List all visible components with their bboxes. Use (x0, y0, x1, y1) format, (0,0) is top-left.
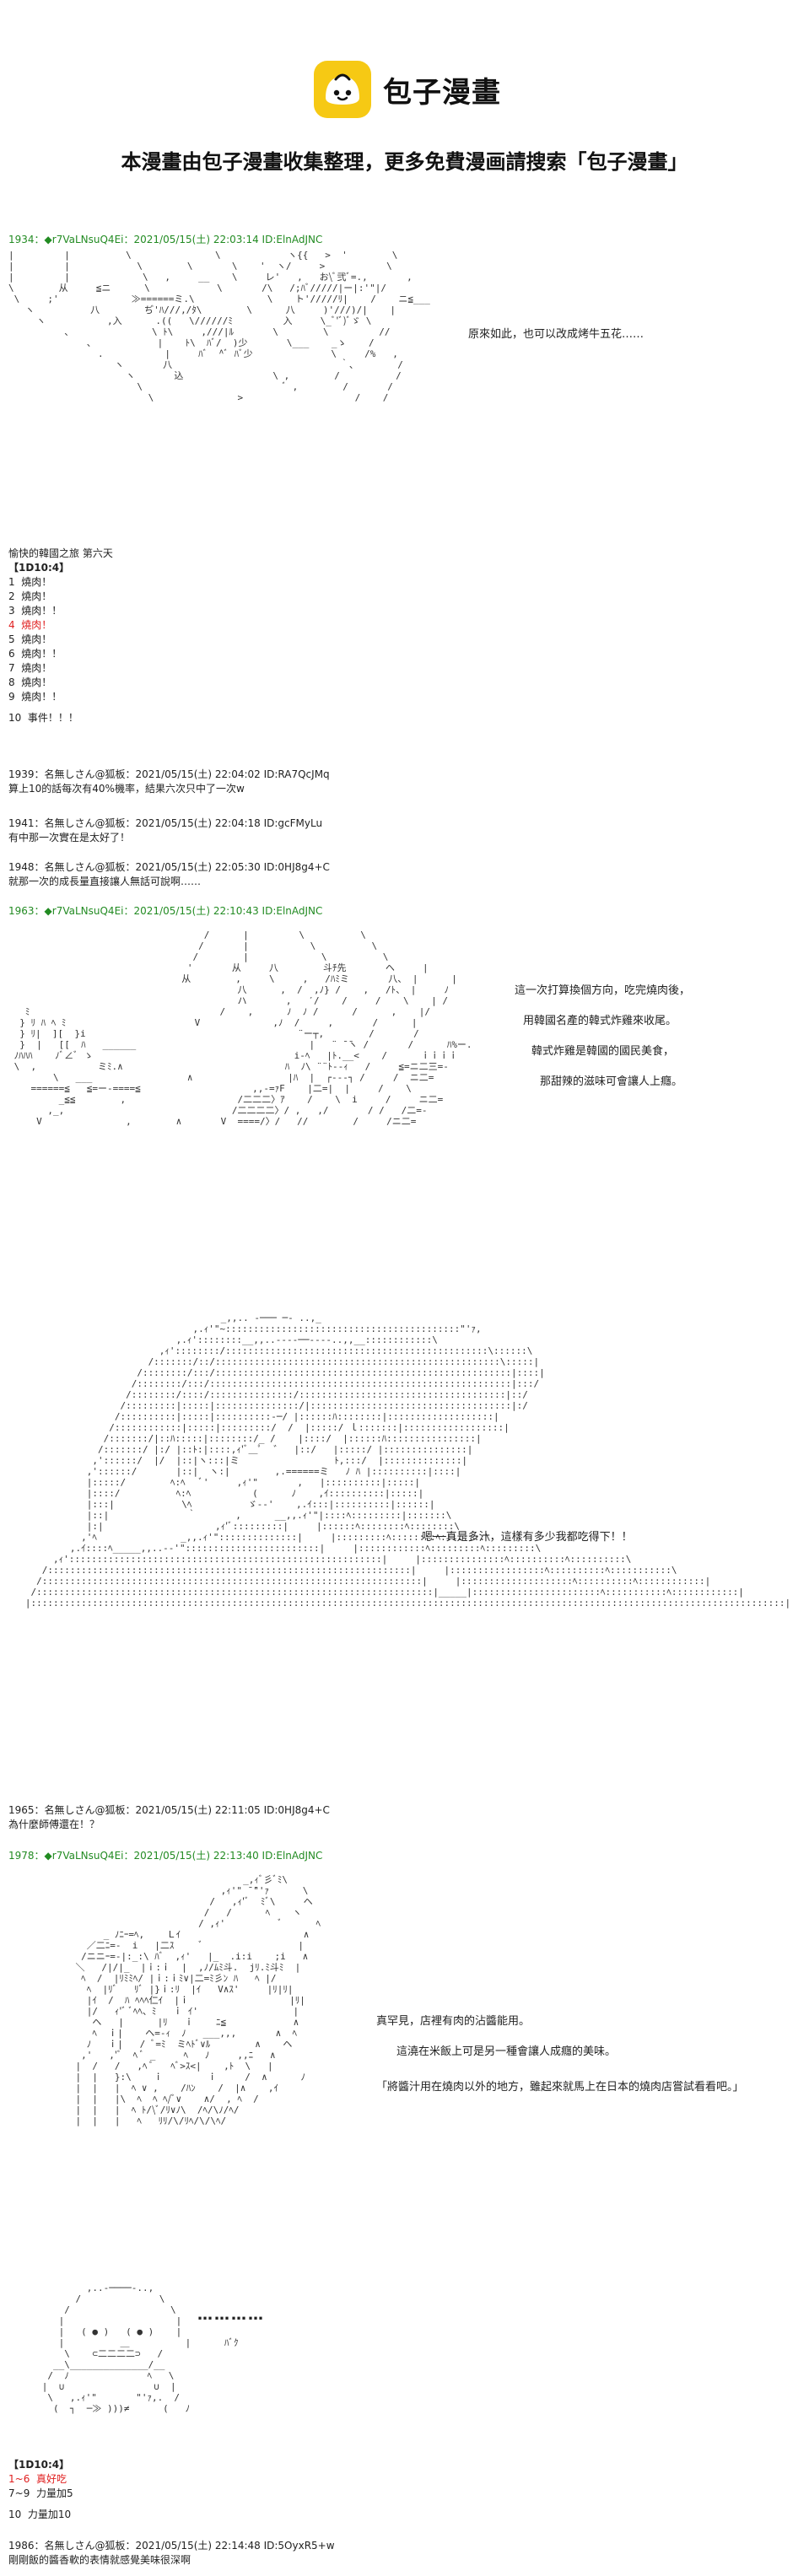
post-header: 1986：名無しさん@狐板：2021/05/15(土) 22:14:48 ID:… (8, 2540, 335, 2552)
option-7: 7 燒肉！ (8, 662, 52, 674)
ascii-art-scene-3: _,,.. -─── ─- ..,_ ,.ｨ'"~:::::::::::::::… (24, 1312, 791, 1609)
option-6: 6 燒肉！！ (8, 648, 62, 660)
dialog-line: 這澆在米飯上可是另一種會讓人成癮的美味。 (396, 2045, 617, 2058)
option-8: 8 燒肉！ (8, 676, 52, 688)
dialog-line: 原來如此，也可以改成烤牛五花…… (468, 328, 645, 341)
post-header: 1978：◆r7VaLNsuQ4Ei：2021/05/15(土) 22:13:4… (8, 1849, 806, 1863)
post-1939: 1939：名無しさん@狐板：2021/05/15(土) 22:04:02 ID:… (8, 768, 806, 796)
ascii-art-scene-2: / | \ \ / | \ \ / | \ \ ' (13, 930, 472, 1127)
dialog-line: 那甜辣的滋味可會讓人上癮。 (540, 1075, 683, 1088)
post-1986: 1986：名無しさん@狐板：2021/05/15(土) 22:14:48 ID:… (8, 2539, 806, 2568)
option-2: 7~9 力量加5 (8, 2487, 73, 2499)
post-body: 就那一次的成長量直接讓人無話可說啊…… (8, 876, 202, 887)
dialog-line: 韓式炸雞是韓國的國民美食， (531, 1045, 675, 1058)
post-1963: 1963：◆r7VaLNsuQ4Ei：2021/05/15(土) 22:10:4… (8, 904, 806, 919)
option-3: 3 燒肉！！ (8, 605, 62, 617)
post-1934: 1934：◆r7VaLNsuQ4Ei：2021/05/15(土) 22:03:1… (8, 233, 806, 247)
post-header-text: 1978：◆r7VaLNsuQ4Ei：2021/05/15(土) 22:13:4… (8, 1850, 323, 1862)
dialog-line: 這一次打算換個方向，吃完燒肉後， (515, 984, 691, 997)
brand-name: 包子漫畫 (383, 75, 501, 110)
post-header: 1941：名無しさん@狐板：2021/05/15(土) 22:04:18 ID:… (8, 817, 323, 829)
dice-result: 【1D10:4】 (8, 2459, 70, 2471)
post-body: 算上10的話每次有40%機率，結果六次只中了一次w (8, 783, 245, 795)
dialog-line: 嗯──真是多汁，這樣有多少我都吃得下！！ (422, 1531, 633, 1544)
post-header: 1965：名無しさん@狐板：2021/05/15(土) 22:11:05 ID:… (8, 1804, 330, 1816)
ellipsis-text: ………… (197, 2306, 265, 2324)
brand-logo[interactable]: 包子漫畫 (314, 61, 501, 118)
option-1: 1 燒肉！ (8, 576, 52, 588)
option-2: 2 燒肉！ (8, 590, 52, 602)
site-header: 包子漫畫 本漫畫由包子漫畫收集整理，更多免費漫画請搜索「包子漫畫」 (0, 0, 809, 228)
post-1941: 1941：名無しさん@狐板：2021/05/15(土) 22:04:18 ID:… (8, 816, 806, 845)
post-1948: 1948：名無しさん@狐板：2021/05/15(土) 22:05:30 ID:… (8, 860, 806, 889)
post-header: 1939：名無しさん@狐板：2021/05/15(土) 22:04:02 ID:… (8, 768, 330, 780)
post-header: 1934：◆r7VaLNsuQ4Ei：2021/05/15(土) 22:03:1… (8, 233, 806, 247)
post-1978: 1978：◆r7VaLNsuQ4Ei：2021/05/15(土) 22:13:4… (8, 1849, 806, 1863)
post-header: 1948：名無しさん@狐板：2021/05/15(土) 22:05:30 ID:… (8, 861, 330, 873)
option-selected: 1~6 真好吃 (8, 2473, 67, 2485)
post-header-text: 1963：◆r7VaLNsuQ4Ei：2021/05/15(土) 22:10:4… (8, 905, 323, 917)
option-5: 5 燒肉！ (8, 633, 52, 645)
post-body: 有中那一次實在是太好了！ (8, 832, 131, 843)
ascii-art-scene-5: ,..-────-.., / \ / \ | | | ( ● ) ( ● ) |… (41, 2282, 239, 2414)
dialog-line: 「將醬汁用在燒肉以外的地方，雖起來就馬上在日本的燒肉店嘗試看看吧。」 (376, 2081, 744, 2094)
option-9: 9 燒肉！！ (8, 691, 62, 703)
site-tagline: 本漫畫由包子漫畫收集整理，更多免費漫画請搜索「包子漫畫」 (121, 150, 688, 174)
post-1978-body: 【1D10:4】 1~6 真好吃 7~9 力量加5 10 力量加10 (8, 2458, 806, 2522)
post-body: 為什麼師傅還在！？ (8, 1819, 100, 1830)
post-1934-body: 愉快的韓國之旅 第六天 【1D10:4】 1 燒肉！ 2 燒肉！ 3 燒肉！！ … (8, 547, 806, 725)
post-1965: 1965：名無しさん@狐板：2021/05/15(土) 22:11:05 ID:… (8, 1803, 806, 1832)
dialog-line: 用韓國名產的韓式炸雞來收尾。 (523, 1015, 677, 1027)
dice-result: 【1D10:4】 (8, 562, 70, 574)
post-title: 愉快的韓國之旅 第六天 (8, 547, 113, 559)
bun-icon (314, 61, 371, 118)
ascii-art-scene-1: | | \ \ ヽ{{ > ' \ | | \ \ \ ' ヽ/ > \ | |… (8, 250, 430, 403)
dialog-line: 真罕見，店裡有肉的沾醬能用。 (376, 2015, 531, 2028)
ascii-art-scene-4: _,ｨﾞ彡ﾞﾐ\ ,ｨ'" ̄ ̄"'ｧ \ / ,ｨ'ﾞ ﾐﾞ\ ヘ / / … (75, 1874, 321, 2126)
post-header-text: 1934：◆r7VaLNsuQ4Ei：2021/05/15(土) 22:03:1… (8, 234, 323, 245)
option-3: 10 力量加10 (8, 2509, 72, 2520)
thread: 1934：◆r7VaLNsuQ4Ei：2021/05/15(土) 22:03:1… (8, 233, 806, 2569)
option-4-selected: 4 燒肉！ (8, 619, 52, 631)
post-header: 1963：◆r7VaLNsuQ4Ei：2021/05/15(土) 22:10:4… (8, 904, 806, 919)
post-body: 剛剛飯的醬香軟的表情就感覺美味很深啊 (8, 2554, 191, 2566)
option-10: 10 事件！！！ (8, 712, 78, 724)
